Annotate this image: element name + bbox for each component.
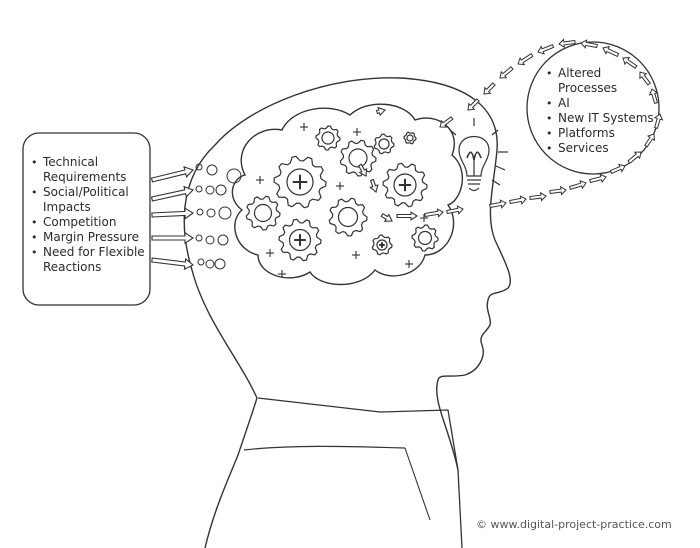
input-item: Technical Requirements: [31, 155, 149, 185]
thought-bubble-icon: [206, 208, 216, 218]
thought-bubble-icon: [196, 208, 204, 216]
arrow-icon: [380, 212, 393, 222]
arrow-icon: [446, 205, 464, 215]
arrow-icon: [549, 185, 567, 196]
output-item: Platforms: [546, 126, 664, 141]
shoulder-outline: [204, 397, 258, 548]
output-item: Services: [546, 141, 664, 156]
gear-icon: [328, 197, 368, 237]
brain-cloud: [231, 103, 464, 286]
gear-icon: [382, 162, 428, 208]
thought-bubble-icon: [226, 168, 242, 184]
output-item: AI: [546, 96, 664, 111]
inputs-list: Technical Requirements Social/Political …: [31, 155, 149, 275]
arrow-icon: [467, 98, 480, 111]
outputs-list: Altered Processes AI New IT Systems Plat…: [546, 66, 664, 156]
gear-icon: [278, 218, 322, 262]
arrow-icon: [151, 257, 195, 271]
thought-bubble-icon: [195, 185, 203, 193]
thought-bubble-icon: [215, 184, 227, 196]
thought-bubble-icon: [197, 258, 205, 266]
inputs-box: [22, 132, 151, 306]
plus-marks: [256, 123, 428, 278]
arrow-icon: [580, 39, 598, 49]
thought-bubble-icon: [195, 163, 203, 171]
arrow-icon: [509, 195, 527, 205]
arrow-icon: [489, 199, 507, 209]
arrow-icon: [150, 165, 194, 183]
arrow-icon: [396, 211, 419, 221]
arrow-icon: [151, 207, 195, 220]
input-item: Competition: [31, 215, 149, 230]
arrow-icon: [424, 208, 444, 218]
output-item: Altered Processes: [546, 66, 664, 96]
arrow-icon: [369, 178, 379, 193]
collar-fold-2: [404, 447, 431, 521]
thought-bubble-icon: [205, 185, 215, 195]
arrow-icon: [483, 82, 496, 95]
gears-group: [245, 125, 439, 262]
thought-bubble-icon: [205, 259, 215, 269]
thought-bubble-icon: [206, 164, 218, 176]
thought-bubble-icon: [214, 258, 226, 270]
collar-fold: [243, 445, 406, 451]
gear-icon: [315, 125, 341, 151]
lightbulb-icon: [449, 118, 508, 192]
arrow-icon: [602, 45, 620, 58]
arrow-icon: [375, 106, 386, 117]
gear-icon: [371, 234, 393, 256]
copyright-credit: © www.digital-project-practice.com: [476, 518, 672, 531]
gear-icon: [339, 139, 377, 177]
input-item: Social/Political Impacts: [31, 185, 149, 215]
gear-icon: [245, 195, 281, 231]
arrow-icon: [609, 163, 626, 175]
arrow-icon: [568, 179, 587, 191]
arrow-icon: [517, 53, 534, 66]
arrow-icon: [529, 191, 547, 202]
arrow-icon: [537, 43, 555, 55]
thought-bubble-icon: [218, 206, 232, 220]
thought-bubble-icon: [195, 234, 203, 242]
thought-bubbles: [195, 163, 242, 270]
input-item: Margin Pressure: [31, 230, 149, 245]
gear-icon: [373, 133, 395, 155]
arrow-icon: [439, 116, 454, 128]
arrow-icon: [151, 231, 195, 245]
output-item: New IT Systems: [546, 111, 664, 126]
gear-icon: [403, 131, 417, 145]
head-outline: [183, 77, 512, 471]
arrow-icon: [558, 38, 576, 49]
thought-bubble-icon: [217, 234, 229, 246]
input-arrows: [150, 106, 419, 271]
gear-icon: [411, 224, 439, 252]
input-item: Need for Flexible Reactions: [31, 245, 149, 275]
arrow-icon: [150, 185, 194, 202]
thought-bubble-icon: [205, 235, 215, 245]
arrow-icon: [499, 66, 514, 79]
arrow-icon: [357, 163, 368, 177]
arrow-icon: [588, 173, 607, 184]
gear-icon: [273, 155, 327, 209]
collar-outline: [257, 397, 463, 548]
